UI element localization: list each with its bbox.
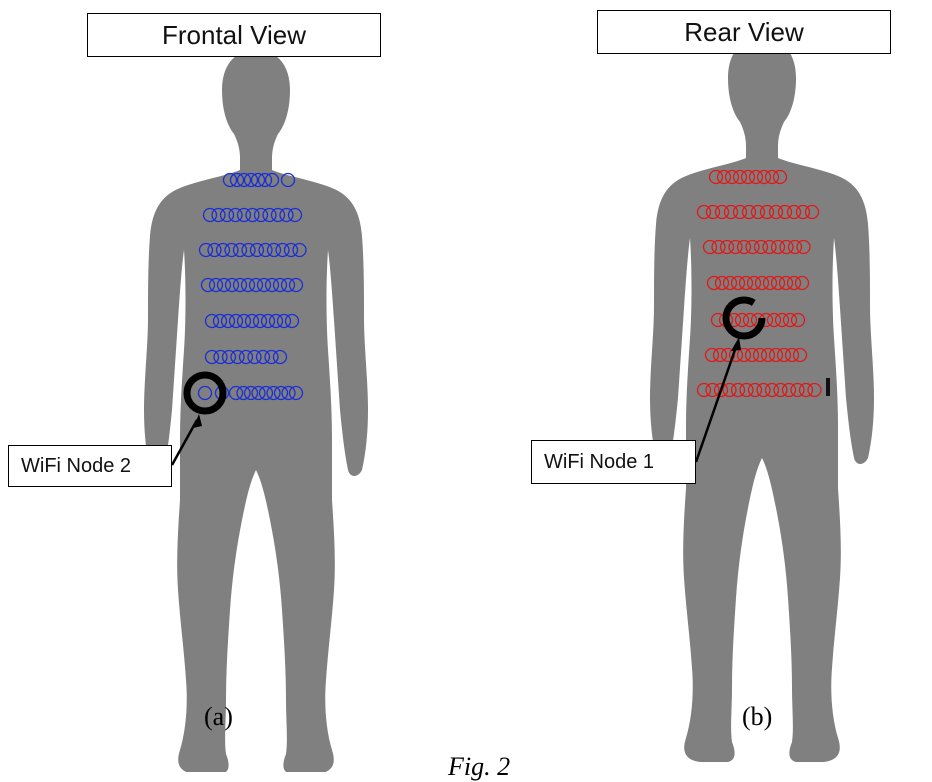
panel-b-sublabel: (b): [742, 702, 772, 732]
wifi-node-2-label: WiFi Node 2: [8, 445, 172, 487]
panel-b-title: Rear View: [597, 10, 891, 54]
body-silhouette-frontal: [144, 50, 368, 772]
figure-caption: Fig. 2: [448, 752, 510, 782]
panel-a-sublabel: (a): [204, 702, 233, 732]
rear-hip-marker: [826, 378, 830, 396]
panel-a-title: Frontal View: [87, 13, 381, 57]
body-silhouette-rear: [650, 38, 874, 762]
wifi-node-1-label: WiFi Node 1: [531, 440, 696, 484]
